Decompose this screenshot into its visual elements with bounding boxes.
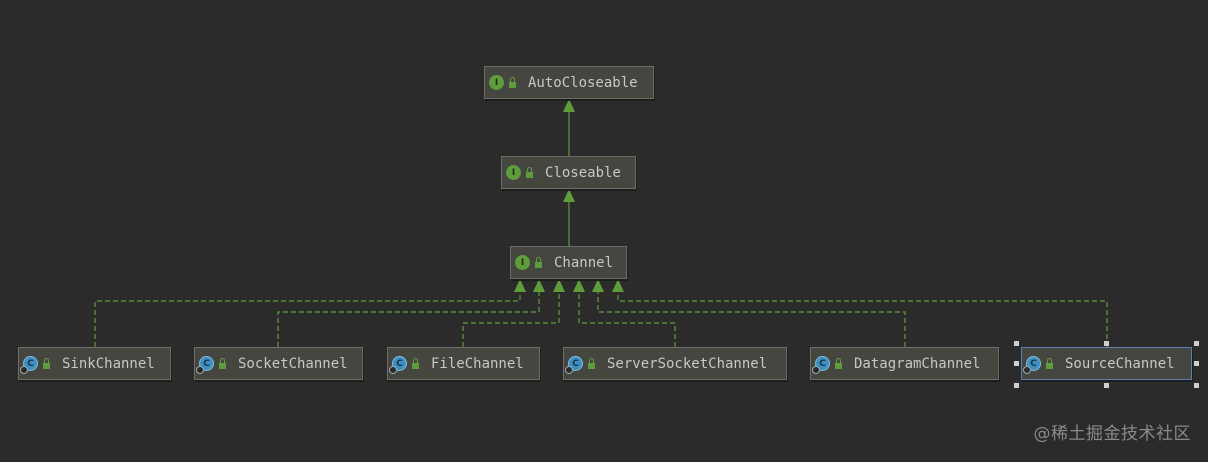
node-label: SourceChannel — [1065, 355, 1175, 372]
public-lock-icon — [1046, 357, 1053, 369]
resize-handle-middle-right[interactable] — [1194, 361, 1199, 366]
abstract-class-icon: C — [389, 356, 407, 374]
public-lock-icon — [835, 357, 842, 369]
arrowhead-autocloseable — [563, 99, 575, 112]
arrowhead-channel-1 — [514, 279, 526, 292]
node-label: FileChannel — [431, 355, 524, 372]
node-sinkchannel[interactable]: C SinkChannel — [18, 347, 171, 380]
resize-handle-bottom-middle[interactable] — [1104, 383, 1109, 388]
arrowhead-channel-6 — [612, 279, 624, 292]
edge-filechannel-channel — [462, 292, 560, 347]
resize-handle-bottom-left[interactable] — [1014, 383, 1019, 388]
interface-icon: I — [506, 165, 521, 180]
node-channel[interactable]: I Channel — [510, 246, 627, 279]
node-label: DatagramChannel — [854, 355, 981, 372]
node-label: SinkChannel — [62, 355, 155, 372]
resize-handle-bottom-right[interactable] — [1194, 383, 1199, 388]
public-lock-icon — [526, 166, 533, 178]
resize-handle-top-right[interactable] — [1194, 341, 1199, 346]
node-label: Channel — [554, 254, 614, 271]
abstract-class-icon: C — [1023, 356, 1041, 374]
abstract-class-icon: C — [812, 356, 830, 374]
node-sourcechannel[interactable]: C SourceChannel — [1021, 347, 1192, 380]
public-lock-icon — [412, 357, 419, 369]
abstract-class-icon: C — [565, 356, 583, 374]
edge-sinkchannel-channel — [94, 292, 521, 347]
public-lock-icon — [535, 256, 542, 268]
node-closeable[interactable]: I Closeable — [501, 156, 636, 189]
watermark: @稀土掘金技术社区 — [1033, 424, 1191, 444]
edge-datagramchannel-channel — [597, 292, 906, 347]
arrowhead-channel-2 — [533, 279, 545, 292]
edge-sourcechannel-channel — [617, 292, 1108, 347]
resize-handle-middle-left[interactable] — [1014, 361, 1019, 366]
arrowhead-channel-4 — [573, 279, 585, 292]
node-serversocketchannel[interactable]: C ServerSocketChannel — [563, 347, 787, 380]
abstract-class-icon: C — [196, 356, 214, 374]
resize-handle-top-middle[interactable] — [1104, 341, 1109, 346]
node-socketchannel[interactable]: C SocketChannel — [194, 347, 363, 380]
abstract-class-icon: C — [20, 356, 38, 374]
arrowhead-channel-5 — [592, 279, 604, 292]
node-label: AutoCloseable — [528, 74, 638, 91]
edge-socketchannel-channel — [277, 292, 540, 347]
node-filechannel[interactable]: C FileChannel — [387, 347, 540, 380]
interface-icon: I — [515, 255, 530, 270]
edge-serversocketchannel-channel — [578, 292, 676, 347]
resize-handle-top-left[interactable] — [1014, 341, 1019, 346]
node-autocloseable[interactable]: I AutoCloseable — [484, 66, 654, 99]
public-lock-icon — [509, 76, 516, 88]
node-label: Closeable — [545, 164, 621, 181]
interface-icon: I — [489, 75, 504, 90]
node-label: SocketChannel — [238, 355, 348, 372]
node-datagramchannel[interactable]: C DatagramChannel — [810, 347, 999, 380]
public-lock-icon — [219, 357, 226, 369]
public-lock-icon — [43, 357, 50, 369]
public-lock-icon — [588, 357, 595, 369]
arrowhead-closeable — [563, 189, 575, 202]
arrowhead-channel-3 — [553, 279, 565, 292]
node-label: ServerSocketChannel — [607, 355, 768, 372]
